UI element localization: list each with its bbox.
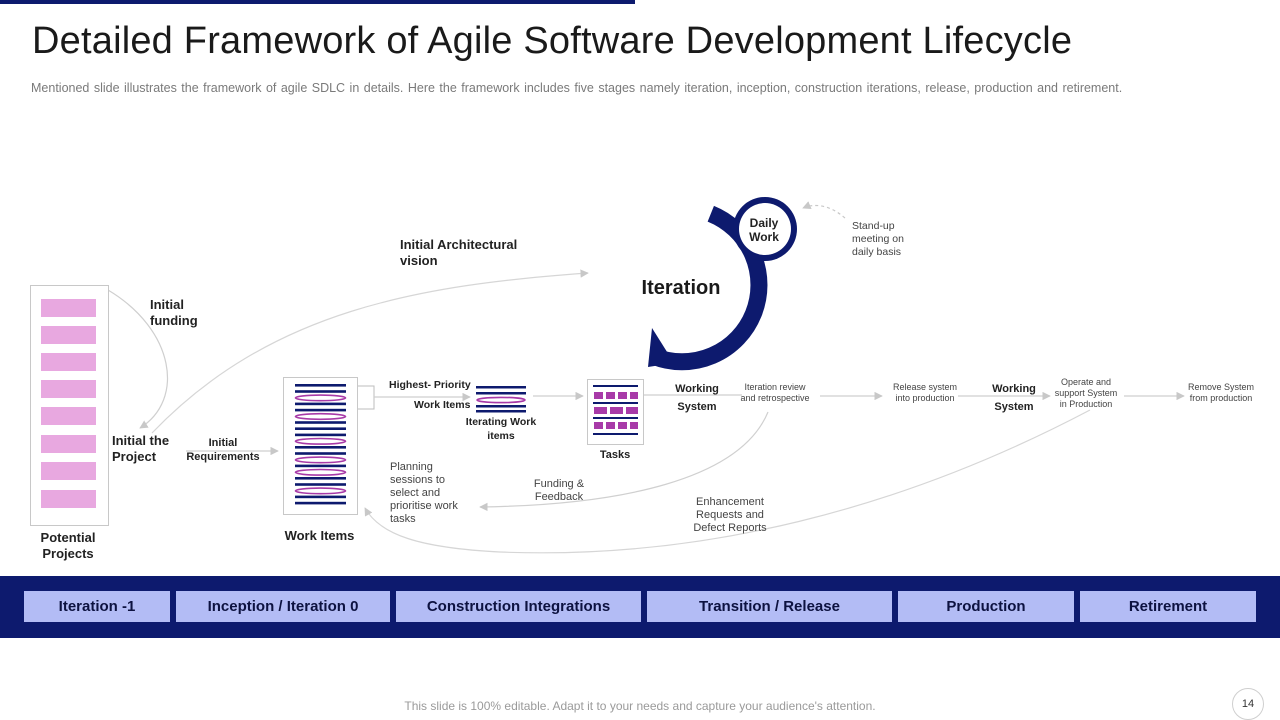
top-accent-bar xyxy=(0,0,635,4)
footer-note: This slide is 100% editable. Adapt it to… xyxy=(404,699,876,713)
iteration-cycle-icon xyxy=(648,197,797,371)
project-item xyxy=(41,380,96,398)
highest-priority-label: Highest- Priority xyxy=(389,379,471,391)
release-system-note: Release system into production xyxy=(892,382,958,403)
tasks-grid-icon xyxy=(593,385,638,435)
funding-feedback-arrow xyxy=(479,411,769,512)
phase-construction: Construction Integrations xyxy=(396,591,641,622)
initial-requirements-label: Initial Requirements xyxy=(186,437,260,463)
tasks-label: Tasks xyxy=(599,449,631,461)
work-items-stack-icon xyxy=(294,384,347,505)
initial-arch-vision-label: Initial Architectural vision xyxy=(400,237,518,268)
slide-subtitle: Mentioned slide illustrates the framewor… xyxy=(31,81,1123,95)
working-system-2-label: Working System xyxy=(992,383,1036,413)
standup-note: Stand-up meeting on daily basis xyxy=(852,220,904,258)
iterating-work-items-label: Iterating Work items xyxy=(465,416,537,442)
enhancement-arrow xyxy=(364,409,1091,554)
project-item xyxy=(41,326,96,344)
iterating-stack-icon xyxy=(476,386,526,413)
initial-project-label: Initial the Project xyxy=(112,433,170,464)
work-items-box xyxy=(283,377,358,515)
iteration-review-note: Iteration review and retrospective xyxy=(740,382,810,403)
project-item xyxy=(41,353,96,371)
funding-arrow xyxy=(107,289,169,429)
page-number: 14 xyxy=(1232,688,1264,720)
phase-transition-release: Transition / Release xyxy=(647,591,892,622)
project-item xyxy=(41,490,96,508)
project-item xyxy=(41,462,96,480)
enhancement-note: Enhancement Requests and Defect Reports xyxy=(693,496,767,534)
remove-system-note: Remove System from production xyxy=(1187,382,1255,403)
project-item xyxy=(41,407,96,425)
tasks-box xyxy=(587,379,644,445)
standup-dashed-arrow xyxy=(802,201,846,219)
highest-priority-work-items-label: Work Items xyxy=(414,399,471,411)
operate-support-note: Operate and support System in Production xyxy=(1054,377,1118,409)
daily-work-label: Daily Work xyxy=(749,216,779,244)
project-item xyxy=(41,299,96,317)
phase-iteration-minus-1: Iteration -1 xyxy=(24,591,170,622)
project-item xyxy=(41,435,96,453)
potential-projects-label: Potential Projects xyxy=(40,530,96,561)
potential-projects-box xyxy=(30,285,109,526)
phase-production: Production xyxy=(898,591,1074,622)
initial-funding-label: Initial funding xyxy=(150,297,198,328)
work-items-label: Work Items xyxy=(284,528,355,543)
slide-title: Detailed Framework of Agile Software Dev… xyxy=(32,20,1073,62)
phase-inception: Inception / Iteration 0 xyxy=(176,591,390,622)
phase-retirement: Retirement xyxy=(1080,591,1256,622)
iteration-label: Iteration xyxy=(641,277,721,299)
planning-sessions-note: Planning sessions to select and prioriti… xyxy=(390,461,458,525)
working-system-1-label: Working System xyxy=(675,383,719,413)
arch-vision-arrow xyxy=(151,269,589,434)
work-items-bracket xyxy=(356,385,375,410)
funding-feedback-note: Funding & Feedback xyxy=(533,478,585,503)
